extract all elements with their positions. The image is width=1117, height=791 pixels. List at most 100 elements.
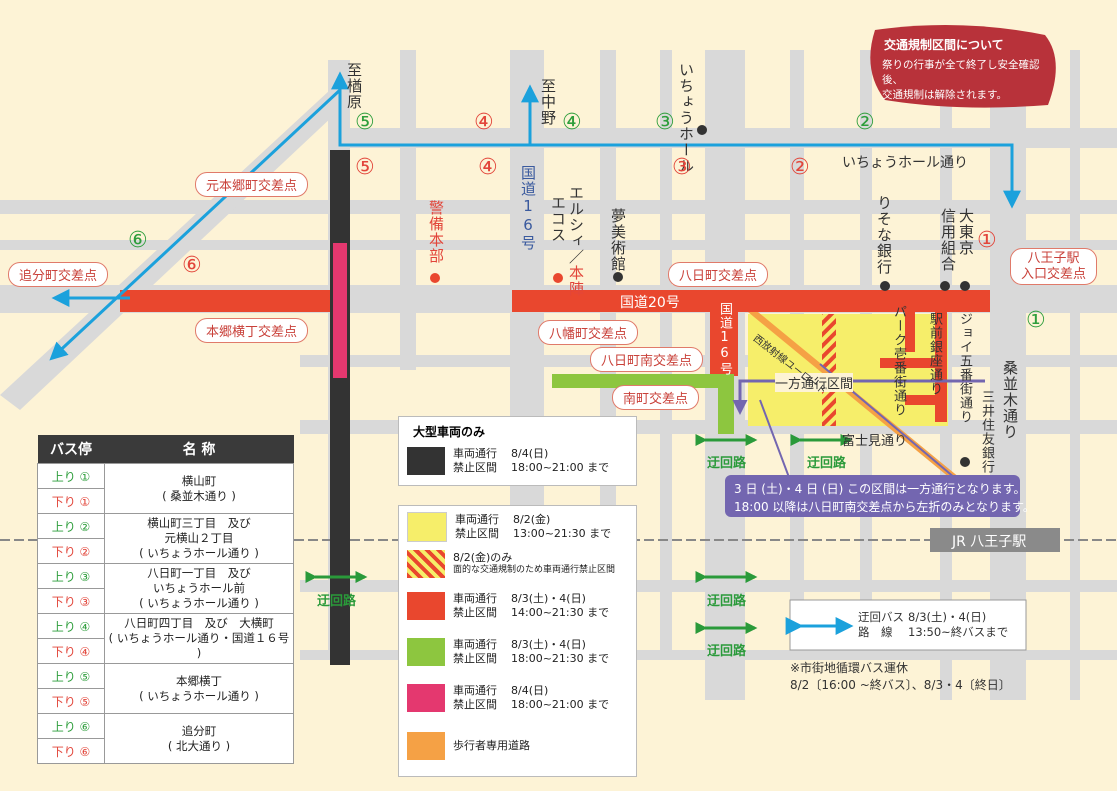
red-route20 [120,290,330,312]
legend-swatch-red [407,592,445,621]
bus-stop-name-line: いちょうホール前 [153,581,245,596]
table-row: 下り ⑤ [37,688,294,714]
label-park: パーク壱番街通り [891,305,906,417]
table-header-stop: バス停 [37,435,105,464]
legend-row-green: 車両通行禁止区間 8/3(土)・4(日)18:00~21:30 まで [407,638,609,667]
legend-row-red: 車両通行禁止区間 8/3(土)・4(日)14:00~21:30 まで [407,592,609,621]
bus-stop-name-line: ( いちょうホール通り・国道１６号 ) [108,631,290,660]
callout-motohongo: 元本郷町交差点 [195,172,309,197]
green-zone [552,374,734,388]
bus-stop-name-line: 八日町一丁目 及び [147,566,251,581]
bus-stop-name: 追分町( 北大通り ) [104,713,294,764]
label-shinyo: 信用組合 [939,208,957,272]
label-kuwanami: 桑並木通り [1001,360,1019,440]
legend-swatch-yellow [407,512,447,542]
callout-yokamachi: 八日町交差点 [668,262,769,287]
callout-yokamachi-minami: 八日町南交差点 [590,347,704,372]
legend-row-yellow: 車両通行禁止区間 8/2(金)13:00~21:30 まで [407,512,611,542]
legend-main: 車両通行禁止区間 8/2(金)13:00~21:30 まで 8/2(金)のみ面的… [398,505,637,777]
stop-down-3: ③ [672,155,692,180]
legend-swatch-black [407,447,445,476]
legend-swatch-pink [407,684,445,713]
bus-stop-down: 下り ⑤ [37,688,105,714]
legend-swatch-orange [407,732,445,760]
table-row: 下り ③ [37,588,294,614]
stop-up-3: ③ [655,110,675,135]
legend-large: 大型車両のみ 車両通行禁止区間 8/4(日)18:00~21:00 まで [398,416,637,486]
legend-swatch-green [407,638,445,667]
label-yume: 夢美術館 [609,208,627,272]
bus-stop-name-line: ( いちょうホール通り ) [139,545,259,560]
label-jr: JR 八王子駅 [952,534,1027,550]
stop-up-2: ② [855,110,875,135]
detour-label: 迂回路 [707,594,747,609]
legend-row-black: 車両通行禁止区間 8/4(日)18:00~21:00 まで [407,447,609,476]
stop-up-6: ⑥ [128,228,148,253]
table-row: 上り ⑤ 本郷横丁( いちょうホール通り ) [37,663,294,714]
stop-down-1: ① [977,228,997,253]
red-ekimae [905,310,915,352]
table-row: 下り ② [37,538,294,564]
label-oneway: 一方通行区間 [775,373,854,392]
stop-down-6: ⑥ [182,253,202,278]
notice-title: 交通規制区間について [884,38,1004,52]
bus-stop-name-line: 元横山２丁目 [164,531,234,546]
label-ekimae: 駅前銀座通り [927,312,942,396]
legend-row-hatch: 8/2(金)のみ面的な交通規制のため車両通行禁止区間 [407,550,615,578]
label-route16-vertical: 国道16号 [519,165,537,251]
label-route20: 国道20号 [620,295,680,311]
stop-up-4: ④ [562,110,582,135]
red-park [880,358,940,368]
purple-note-line1: 3 日 (土)・4 日 (日) この区間は一方通行となります。 [734,482,1026,496]
table-header-name: 名 称 [104,435,294,464]
bus-stop-name: 八日町一丁目 及びいちょうホール前( いちょうホール通り ) [104,563,294,614]
label-icho-hall: いちょうホール [677,62,695,174]
black-zone [330,150,350,665]
bus-stop-name-line: 本郷横丁 [176,673,222,688]
label-ecos: エコス [549,195,567,243]
legend-large-title: 大型車両のみ [413,425,486,439]
callout-yawata: 八幡町交差点 [538,320,639,345]
bus-stop-name-line: 八日町四丁目 及び 大横町 [124,616,274,631]
notice: 交通規制区間について 祭りの行事が全て終了し安全確認後、 交通規制は解除されます… [868,28,1058,108]
purple-note-line2: 18:00 以降は八日町南交差点から左折のみとなります。 [734,500,1035,514]
bus-stop-up: 上り ⑤ [37,663,105,689]
label-to-nakano: 至中野 [539,78,557,126]
callout-oiwake: 追分町交差点 [8,262,109,287]
detour-bus-legend-date: 8/3(土)・4(日)13:50~終バスまで [908,610,1009,639]
bus-stop-name: 八日町四丁目 及び 大横町( いちょうホール通り・国道１６号 ) [104,613,294,664]
detour-arrows [305,434,853,634]
label-keibi: 警備本部 [427,200,445,264]
bus-stop-down: 下り ① [37,488,105,514]
bus-stop-name-line: 追分町 [181,723,217,738]
bus-stop-down: 下り ③ [37,588,105,614]
pink-zone [333,243,347,378]
bus-stop-name-line: ( 北大通り ) [167,738,231,753]
red-route20-east [512,290,990,312]
legend-swatch-hatch [407,550,445,578]
label-mitsui: 三井住友銀行 [979,390,994,474]
purple-note-box [725,475,1020,517]
bus-stop-name-line: ( いちょうホール通り ) [139,595,259,610]
bus-stop-up: 上り ⑥ [37,713,105,739]
stop-down-4: ④ [474,110,494,135]
label-route16-small: 国道16号 [717,302,732,376]
label-fujimi: 富士見通り [842,434,908,449]
label-elsy: エルシィ／本陣 [567,185,585,297]
red-route16 [710,290,738,376]
bus-stop-up: 上り ③ [37,563,105,589]
bus-stop-name: 横山町三丁目 及び元横山２丁目( いちょうホール通り ) [104,513,294,564]
stop-up-1: ① [1026,308,1046,333]
label-joy: ジョイ五番街通り [957,312,972,424]
stop-up-5: ⑤ [355,110,375,135]
detour-bus-legend-label: 迂回バス路 線 [858,610,904,639]
stop-down-2: ② [790,155,810,180]
red-joy [935,310,947,422]
bus-stop-name-line: ( いちょうホール通り ) [139,688,259,703]
